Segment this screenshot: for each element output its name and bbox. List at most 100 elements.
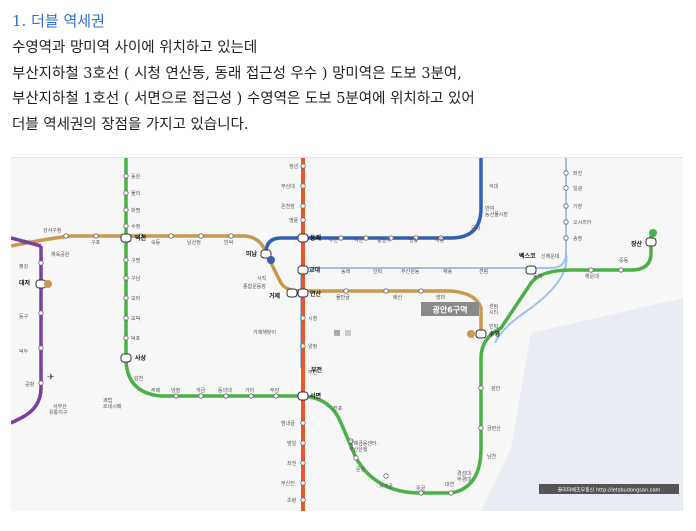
svg-text:남천: 남천 [487,453,497,460]
svg-text:신해운대: 신해운대 [541,253,560,260]
svg-text:석대: 석대 [489,183,499,190]
svg-text:온천장: 온천장 [281,203,295,210]
svg-text:못골: 못골 [416,486,426,492]
svg-text:국제금융센터·: 국제금융센터· [349,440,379,447]
svg-text:부전: 부전 [308,369,318,376]
svg-text:반여: 반여 [485,205,494,212]
svg-text:기장: 기장 [573,203,583,210]
svg-text:평강: 평강 [19,263,29,270]
svg-text:물만골: 물만골 [336,294,350,301]
svg-text:범내골: 범내골 [281,420,295,427]
map-credit: 끌리마베조무동산 http://letsbudongsan.com [558,487,661,494]
svg-text:시티: 시티 [489,309,498,316]
svg-text:센텀: 센텀 [489,303,498,310]
svg-text:사상: 사상 [135,354,147,362]
svg-text:지게골: 지게골 [379,483,393,490]
svg-text:시청: 시청 [308,316,317,322]
svg-text:물리: 물리 [131,190,140,197]
svg-text:대연: 대연 [445,481,455,488]
svg-text:가야: 가야 [245,387,255,394]
highlight-label: 광안6구역 [432,305,467,315]
svg-text:구포: 구포 [91,240,101,246]
svg-text:경성대·: 경성대· [457,470,473,477]
svg-text:동백: 동백 [533,273,543,280]
svg-text:충렬사: 충렬사 [377,237,391,244]
svg-text:명장: 명장 [409,237,419,244]
svg-text:초량: 초량 [287,497,297,504]
svg-text:민락: 민락 [489,323,499,330]
svg-text:미남: 미남 [246,250,258,258]
svg-text:수안: 수안 [329,237,339,244]
svg-text:해운대: 해운대 [585,273,599,280]
svg-text:거제: 거제 [269,292,281,300]
svg-text:등구: 등구 [19,314,29,320]
svg-text:명륜: 명륜 [289,217,299,224]
svg-text:✈: ✈ [47,373,55,383]
paragraph-line-4: 더블 역세권의 장점을 가지고 있습니다. [12,116,249,133]
paragraph-line-1: 수영역과 망미역 사이에 위치하고 있는데 [12,40,258,56]
svg-text:주례: 주례 [151,387,161,394]
svg-text:르네시떼: 르네시떼 [103,403,122,410]
svg-text:서동: 서동 [435,237,445,244]
svg-text:화명: 화명 [131,207,140,214]
svg-text:수정: 수정 [131,223,140,230]
svg-text:괘법: 괘법 [103,397,112,404]
svg-text:사직: 사직 [257,275,266,282]
svg-text:수영: 수영 [489,330,500,338]
svg-text:문현: 문현 [356,466,366,473]
svg-text:서면: 서면 [310,392,321,400]
svg-text:덕두: 덕두 [19,348,29,355]
svg-text:장산: 장산 [631,240,643,248]
svg-text:거제해맞이: 거제해맞이 [253,329,276,336]
svg-text:공항: 공항 [25,381,35,388]
svg-text:구명: 구명 [131,257,140,264]
svg-text:부경대: 부경대 [457,476,471,483]
svg-text:교대: 교대 [309,266,321,274]
svg-text:강서구청: 강서구청 [43,227,61,234]
svg-text:덕천: 덕천 [135,234,147,242]
svg-text:부전: 부전 [311,366,323,374]
svg-text:동의대: 동의대 [218,387,232,394]
paragraph-line-2: 부산지하철 3호선 ( 시청 연산동, 동래 접근성 우수 ) 망미역은 도보 … [12,65,462,82]
svg-text:좌천: 좌천 [573,170,583,177]
svg-text:오시리아: 오시리아 [573,219,592,226]
svg-text:부산대: 부산대 [281,183,295,190]
svg-text:대저: 대저 [19,279,30,287]
svg-text:개금: 개금 [196,387,206,394]
svg-text:동래: 동래 [310,234,322,242]
svg-text:체육공원: 체육공원 [51,251,70,258]
svg-text:좌천: 좌천 [287,460,297,467]
svg-text:동래: 동래 [341,268,351,275]
svg-text:부산은행: 부산은행 [349,446,368,453]
svg-text:광안: 광안 [491,385,501,392]
svg-text:배산: 배산 [393,294,403,301]
svg-text:부산진: 부산진 [281,480,295,487]
svg-text:덕포: 덕포 [131,335,141,342]
description-paragraph: 수영역과 망미역 사이에 위치하고 있는데 부산지하철 3호선 ( 시청 연산동… [12,36,682,138]
svg-text:범일: 범일 [287,440,297,447]
svg-text:숙등: 숙등 [151,239,161,246]
svg-text:만덕: 만덕 [224,239,233,246]
svg-text:전포: 전포 [333,405,343,412]
paragraph-line-3: 부산지하철 1호선 ( 서면으로 접근성 ) 수영역은 도보 5분여에 위치하고… [12,91,475,107]
svg-text:모덕: 모덕 [131,315,140,322]
svg-text:남산정: 남산정 [187,239,201,246]
svg-text:농산물시장: 농산물시장 [485,211,508,218]
svg-text:청년: 청년 [289,163,299,170]
svg-text:연산: 연산 [310,290,322,298]
svg-text:모라: 모라 [131,295,141,302]
svg-text:양정: 양정 [308,343,317,350]
svg-text:벡스코: 벡스코 [519,252,536,260]
svg-text:냉정: 냉정 [171,387,180,394]
svg-text:서부산: 서부산 [53,403,67,410]
svg-text:구남: 구남 [131,275,141,282]
svg-text:부산원동: 부산원동 [401,268,420,275]
section-heading: 1. 더블 역세권 [12,12,105,30]
svg-text:금련산: 금련산 [487,425,501,432]
svg-text:유통지구: 유통지구 [49,409,68,416]
svg-text:대사: 대사 [21,239,31,246]
svg-text:낙민: 낙민 [354,237,364,244]
svg-text:일광: 일광 [573,185,583,192]
